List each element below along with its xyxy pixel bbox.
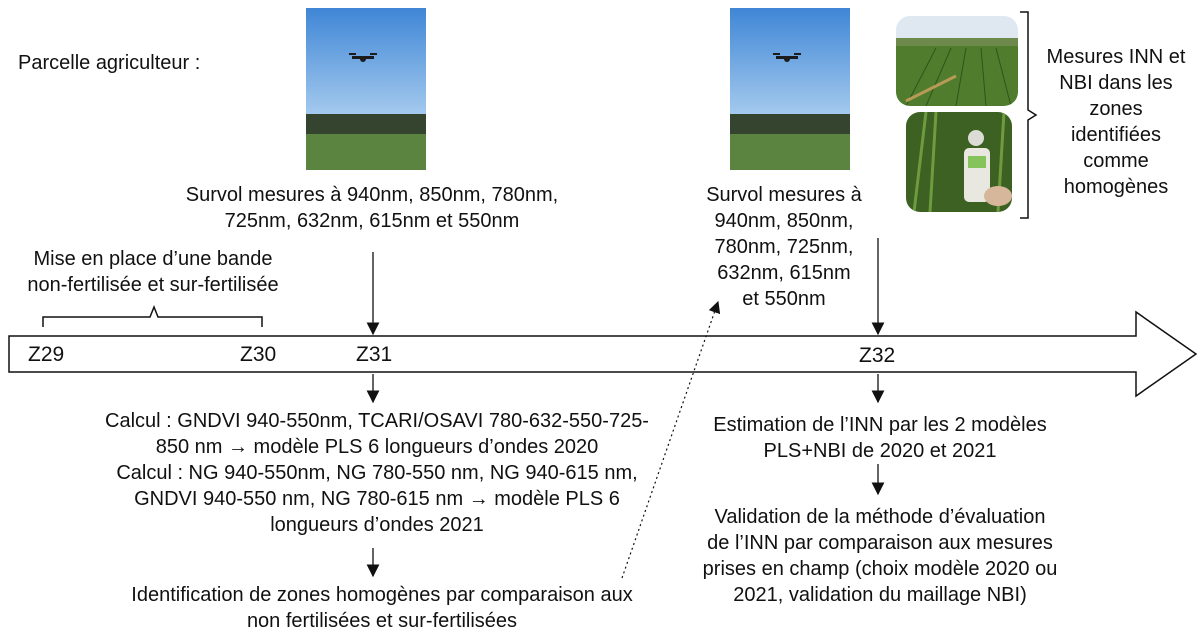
stage-z29: Z29 bbox=[28, 343, 65, 366]
nbi-meter-photo bbox=[906, 112, 1012, 212]
flight-1-text: Survol mesures à 940nm, 850nm, 780nm, 72… bbox=[185, 184, 559, 232]
estimation-text: Estimation de l’INN par les 2 modèles PL… bbox=[713, 414, 1047, 462]
calc-block-text: Calcul : GNDVI 940-550nm, TCARI/OSAVI 78… bbox=[105, 410, 649, 536]
validation-text: Validation de la méthode d’évaluation de… bbox=[702, 506, 1058, 606]
stage-z32: Z32 bbox=[859, 344, 896, 367]
stage-bracket bbox=[42, 304, 263, 327]
flight-2-text: Survol mesures à 940nm, 850nm, 780nm, 72… bbox=[706, 184, 862, 310]
drone-photo-2 bbox=[730, 8, 850, 170]
drone-photo bbox=[306, 8, 426, 170]
measures-bracket bbox=[1020, 11, 1038, 219]
stage-z30: Z30 bbox=[240, 343, 277, 366]
stage-z31: Z31 bbox=[356, 343, 393, 366]
field-photo bbox=[896, 16, 1018, 106]
field-measures-text: Mesures INN et NBI dans les zones identi… bbox=[1046, 46, 1186, 198]
arrow-identification-flight2 bbox=[621, 300, 721, 579]
identification-text: Identification de zones homogènes par co… bbox=[131, 584, 633, 632]
band-setup-text: Mise en place d’une bande non-fertilisée… bbox=[27, 248, 279, 296]
farmer-plot-label: Parcelle agriculteur : bbox=[18, 52, 201, 74]
timeline-arrow bbox=[8, 310, 1198, 398]
